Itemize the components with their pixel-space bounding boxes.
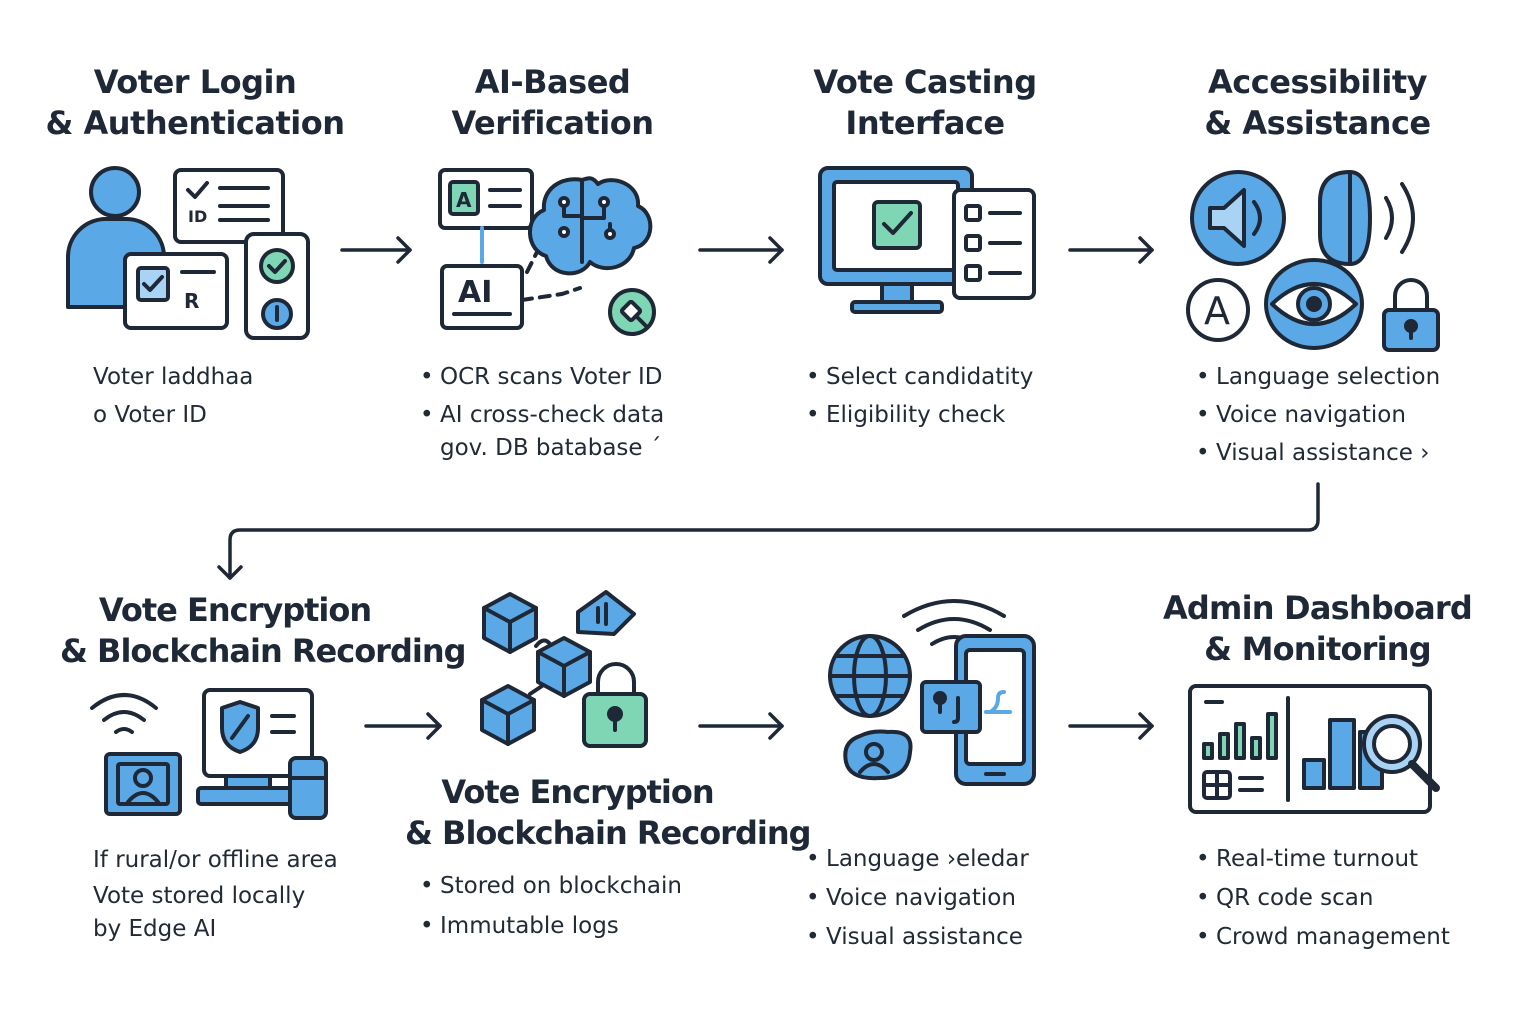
step-5-description: If rural/or offline area Vote stored loc… xyxy=(93,847,338,942)
accessibility-icons: A xyxy=(1186,170,1440,352)
flow-arrow-3 xyxy=(1068,236,1154,264)
flow-arrow-2 xyxy=(698,236,784,264)
mobile-network-icon xyxy=(828,599,1036,786)
step-1-title: Voter Login& Authentication xyxy=(45,63,345,142)
ai-brain-icon: A AI xyxy=(438,168,656,336)
step-2-description: OCR scans Voter ID AI cross-check data g… xyxy=(420,358,664,462)
flow-arrow-5 xyxy=(698,712,784,740)
step-8-title: Admin Dashboard& Monitoring xyxy=(1162,589,1473,668)
step-5-title: Vote Encryption& Blockchain Recording xyxy=(60,591,467,670)
voter-id-card-icon: ID R xyxy=(66,166,310,340)
flow-arrow-6 xyxy=(1068,712,1154,740)
step-3-description: Select candidatity Eligibility check xyxy=(806,358,1033,434)
step-7-description: Language ›eledar Voice navigation Visual… xyxy=(806,840,1029,957)
svg-text:ID: ID xyxy=(188,207,207,226)
blockchain-blocks-icon xyxy=(480,590,648,748)
voting-monitor-icon xyxy=(818,166,1036,314)
step-4-description: Language selection Voice navigation Visu… xyxy=(1196,358,1440,472)
flow-arrow-4 xyxy=(364,712,442,740)
offline-terminal-icon xyxy=(90,688,328,820)
flow-arrow-1 xyxy=(340,236,412,264)
svg-text:R: R xyxy=(184,289,199,313)
svg-text:A: A xyxy=(456,188,472,212)
dashboard-chart-icon xyxy=(1188,684,1440,814)
step-4-title: Accessibility& Assistance xyxy=(1204,63,1431,142)
step-1-description: Voter laddhaa o Voter ID xyxy=(93,364,254,428)
step-6-description: Stored on blockchain Immutable logs xyxy=(420,866,682,946)
step-6-title: Vote Encryption& Blockchain Recording xyxy=(405,773,812,852)
svg-text:A: A xyxy=(1204,289,1230,333)
step-8-description: Real-time turnout QR code scan Crowd man… xyxy=(1196,840,1450,957)
svg-text:AI: AI xyxy=(458,275,492,310)
